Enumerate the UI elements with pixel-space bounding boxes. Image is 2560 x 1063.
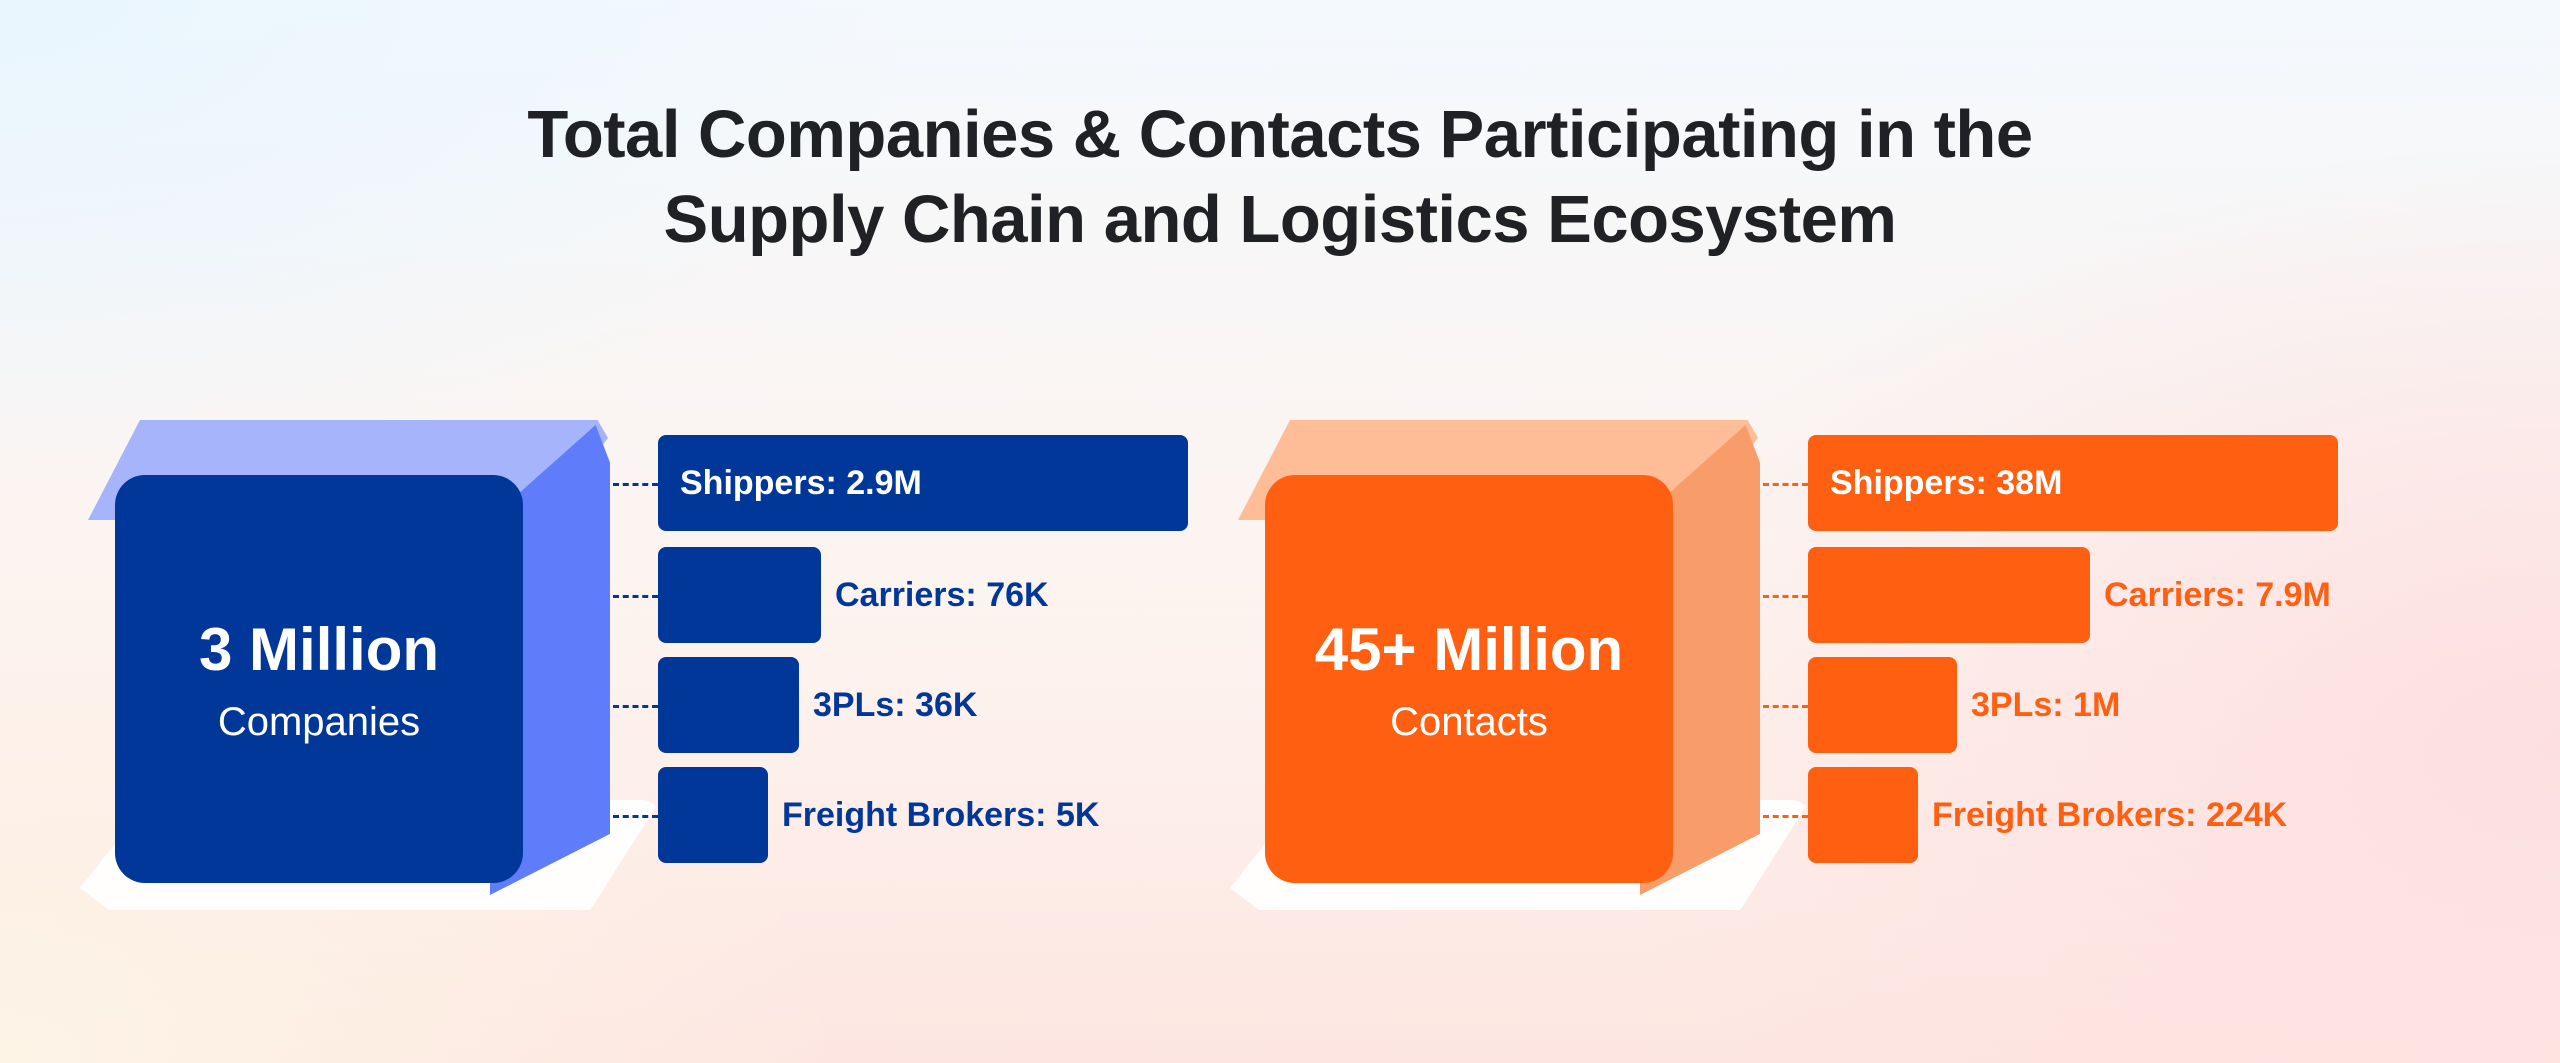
contacts-bar-3pls xyxy=(1808,657,1957,753)
contacts-connector-freight-brokers xyxy=(1763,815,1808,818)
contacts-total-label: Contacts xyxy=(1390,700,1548,744)
contacts-bar-label-3pls: 3PLs: 1M xyxy=(1971,686,2121,724)
contacts-connector-carriers xyxy=(1763,595,1808,598)
contacts-bar-label-freight-brokers: Freight Brokers: 224K xyxy=(1932,796,2288,834)
contacts-bars: Shippers: 38M Carriers: 7.9M 3PLs: 1M Freig… xyxy=(1210,410,2470,920)
contacts-cube-front xyxy=(1265,475,1673,883)
companies-bar-label-shippers: Shippers: 2.9M xyxy=(680,464,922,502)
contacts-bar-label-shippers: Shippers: 38M xyxy=(1830,464,2063,502)
contacts-bar-shippers xyxy=(1808,435,2338,531)
chart-title-line-1: Total Companies & Contacts Participating… xyxy=(527,97,2033,172)
contacts-panel: 45+ Million Contacts Shippers: 38M Carrie… xyxy=(1210,410,2470,920)
chart-title-line-2: Supply Chain and Logistics Ecosystem xyxy=(663,182,1897,257)
companies-bar-carriers xyxy=(658,547,821,643)
companies-bar-label-carriers: Carriers: 76K xyxy=(835,576,1049,614)
contacts-bar-carriers xyxy=(1808,547,2090,643)
contacts-connector-3pls xyxy=(1763,705,1808,708)
companies-bar-shippers xyxy=(658,435,1188,531)
companies-connector-3pls xyxy=(613,705,658,708)
companies-total-label: Companies xyxy=(217,700,421,744)
companies-bar-freight-brokers xyxy=(658,767,768,863)
contacts-total-value: 45+ Million xyxy=(1314,616,1624,683)
companies-panel: 3 Million Companies Shippers: 2.9M Carrie… xyxy=(60,410,1320,920)
companies-bar-label-freight-brokers: Freight Brokers: 5K xyxy=(782,796,1100,834)
companies-connector-carriers xyxy=(613,595,658,598)
companies-cube-front xyxy=(115,475,523,883)
companies-total-value: 3 Million xyxy=(199,616,439,683)
companies-bars: Shippers: 2.9M Carriers: 76K 3PLs: 36K Frei… xyxy=(60,410,1320,920)
contacts-bar-freight-brokers xyxy=(1808,767,1918,863)
companies-connector-freight-brokers xyxy=(613,815,658,818)
contacts-connector-shippers xyxy=(1763,483,1808,486)
contacts-bar-label-carriers: Carriers: 7.9M xyxy=(2104,576,2331,614)
chart-title: Total Companies & Contacts Participating… xyxy=(0,92,2560,262)
companies-connector-shippers xyxy=(613,483,658,486)
companies-bar-3pls xyxy=(658,657,799,753)
companies-bar-label-3pls: 3PLs: 36K xyxy=(813,686,978,724)
